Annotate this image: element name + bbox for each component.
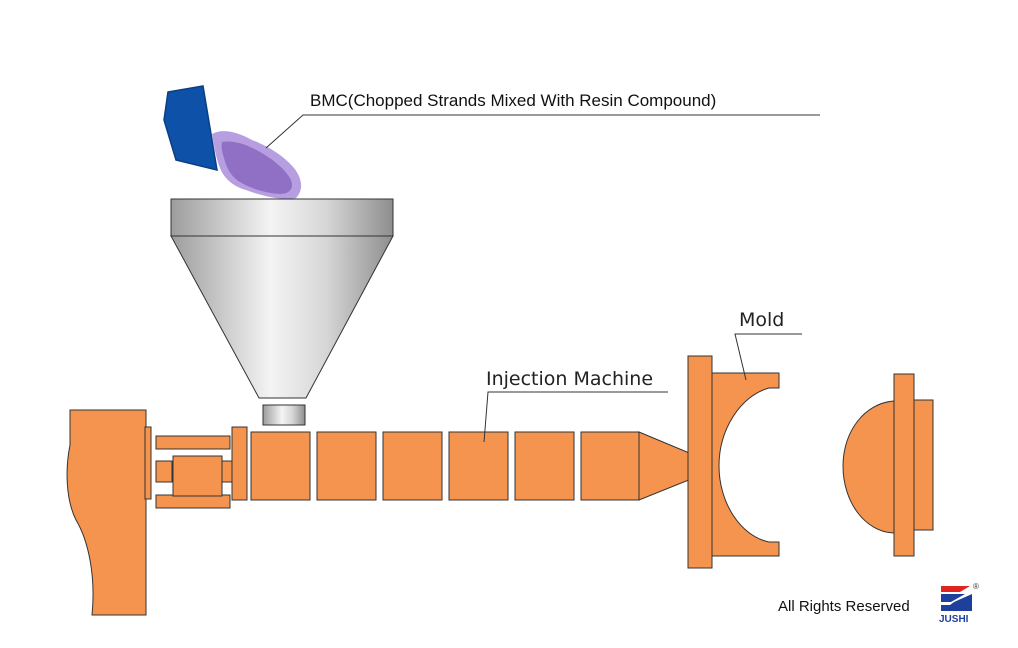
drive-block — [172, 455, 223, 497]
bmc-compound-icon — [212, 131, 302, 199]
mold-moving-half — [842, 373, 934, 557]
machine-base — [66, 409, 147, 616]
mold-fixed-half — [687, 355, 780, 569]
barrel-segment-6 — [580, 431, 640, 501]
bucket-icon — [163, 85, 218, 171]
mold-label: Mold — [739, 309, 784, 331]
barrel-segment-3 — [382, 431, 443, 501]
brand-name: JUSHI — [939, 614, 969, 625]
machine-label: Injection Machine — [486, 368, 653, 390]
drive-bracket-left — [155, 460, 173, 483]
hopper — [170, 198, 394, 426]
mold-leader — [734, 333, 802, 381]
drive-flange — [231, 426, 248, 501]
rights-reserved-text: All Rights Reserved — [778, 598, 910, 615]
leader-lines — [265, 114, 820, 443]
material-label: BMC(Chopped Strands Mixed With Resin Com… — [310, 91, 716, 110]
motor-plate — [144, 426, 152, 500]
machine-leader — [483, 391, 668, 443]
drive-rail-top — [155, 435, 231, 450]
drive-rail-bottom — [155, 494, 231, 509]
barrel-segment-5 — [514, 431, 575, 501]
drive-bracket-right — [221, 460, 233, 483]
material-leader — [265, 114, 820, 149]
jushi-logo: JUSHI ® — [939, 582, 979, 625]
injection-machine — [66, 409, 717, 616]
barrel-segment-2 — [316, 431, 377, 501]
registered-mark: ® — [973, 582, 979, 591]
barrel-segment-4 — [448, 431, 509, 501]
barrel-segment-1 — [250, 431, 311, 501]
